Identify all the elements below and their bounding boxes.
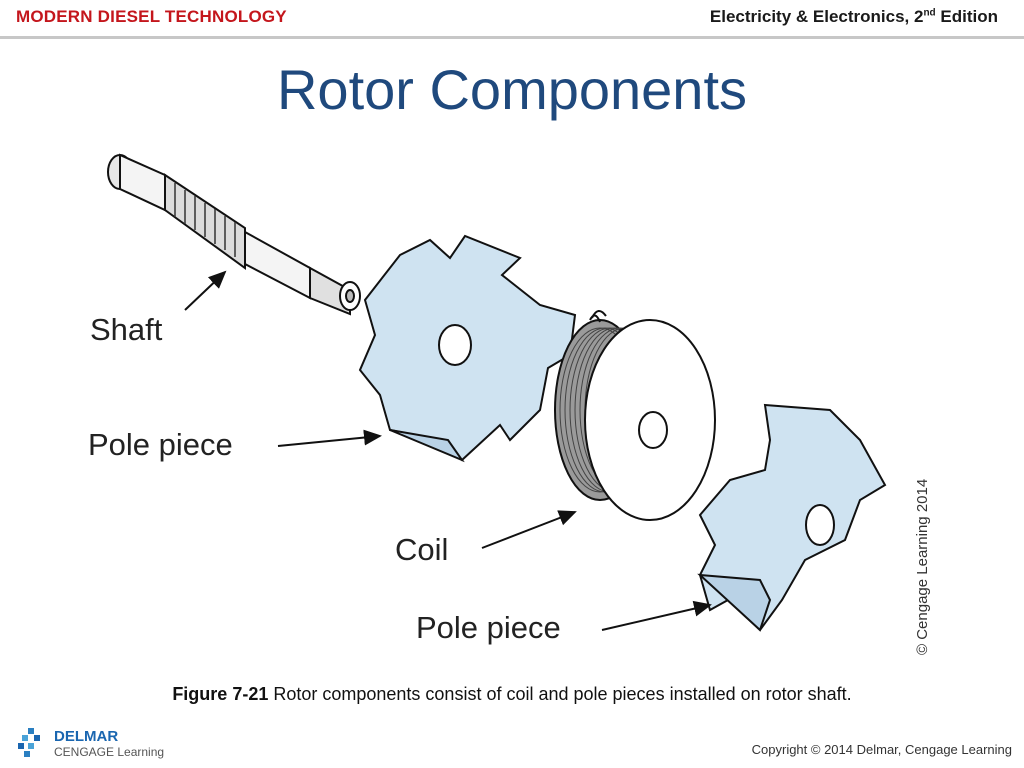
shaft-part	[107, 153, 361, 316]
delmar-logo-icon	[18, 728, 40, 757]
copyright-notice: Copyright © 2014 Delmar, Cengage Learnin…	[751, 742, 1012, 757]
pole-piece-1-part	[358, 234, 577, 463]
label-pole-piece-2: Pole piece	[416, 610, 561, 645]
logo-name: DELMAR	[54, 728, 119, 745]
delmar-logo: DELMAR CENGAGE Learning	[14, 726, 184, 762]
rotor-illustration: Shaft Pole piece Coil Pole piece © Cenga…	[88, 153, 931, 655]
edition-superscript: nd	[923, 7, 936, 19]
arrow-pole-piece-1	[277, 429, 382, 447]
pole-piece-2-part	[697, 403, 887, 632]
arrow-coil	[481, 510, 577, 549]
header-divider	[0, 36, 1024, 39]
coil-part	[554, 310, 716, 521]
header-brand: MODERN DIESEL TECHNOLOGY	[16, 7, 287, 26]
image-credit: © Cengage Learning 2014	[914, 479, 931, 655]
slide-title: Rotor Components	[276, 58, 747, 121]
caption-text: Rotor components consist of coil and pol…	[268, 684, 852, 704]
arrow-pole-piece-2	[601, 600, 712, 631]
label-pole-piece-1: Pole piece	[88, 427, 233, 462]
caption-figure-number: Figure 7-21	[172, 684, 269, 704]
rotor-figure: Shaft Pole piece Coil Pole piece © Cenga…	[70, 140, 950, 670]
figure-caption: Figure 7-21 Rotor components consist of …	[0, 684, 1024, 705]
label-shaft: Shaft	[90, 312, 163, 347]
logo-subtitle: CENGAGE Learning	[54, 745, 165, 759]
arrow-shaft	[184, 270, 227, 311]
edition-suffix: Edition	[935, 7, 998, 26]
header-edition: Electricity & Electronics, 2nd Edition	[710, 7, 998, 27]
label-coil: Coil	[395, 532, 448, 567]
edition-text: Electricity & Electronics, 2	[709, 7, 924, 26]
